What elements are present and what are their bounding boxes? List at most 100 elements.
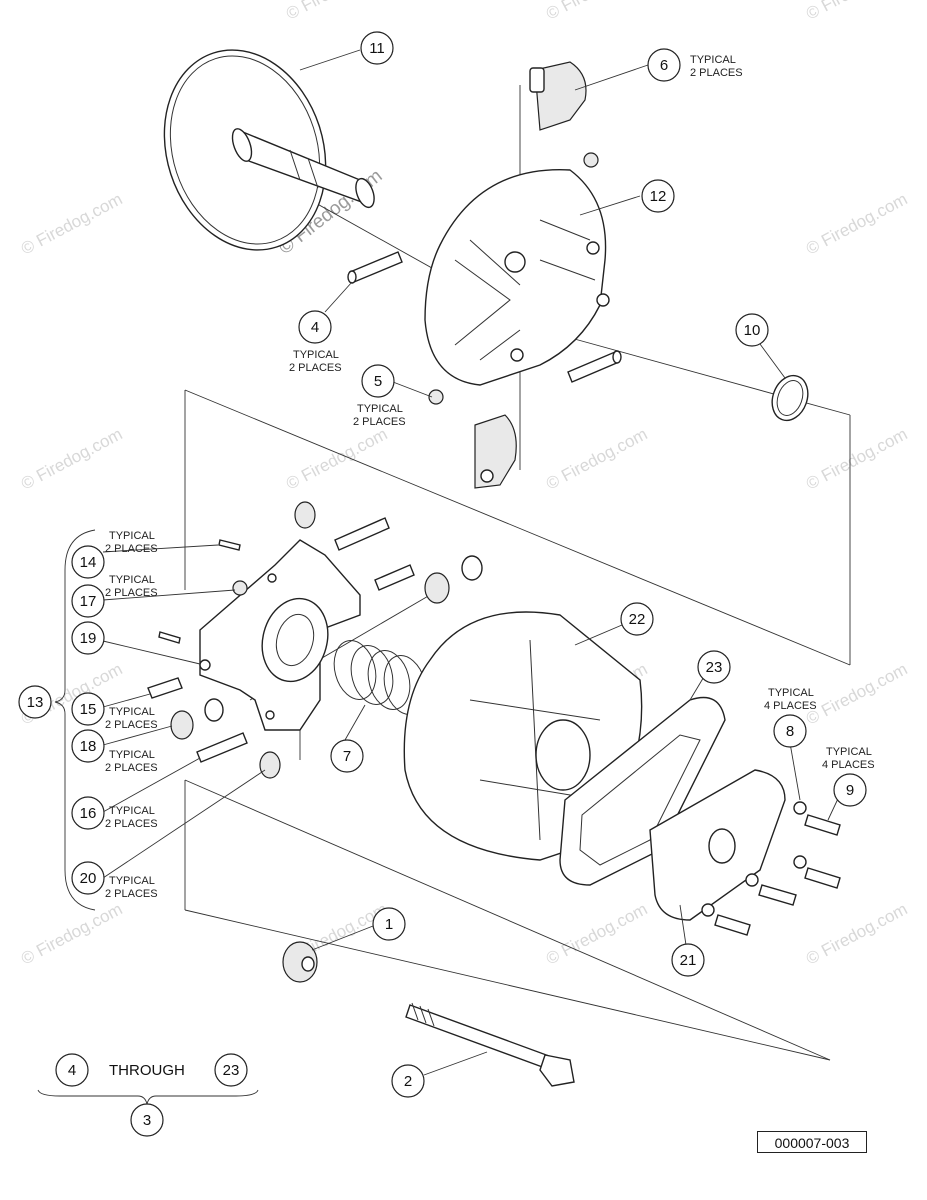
callout-22[interactable]: 22 (620, 602, 654, 636)
bolt-16 (196, 732, 248, 763)
callout-number: 21 (680, 952, 697, 969)
callout-13[interactable]: 13 (18, 685, 52, 719)
callout-12[interactable]: 12 (641, 179, 675, 213)
watermark: © Firedog.com (283, 424, 391, 493)
watermark: © Firedog.com (543, 0, 651, 24)
note-places: 4 PLACES (764, 700, 817, 712)
drawing-number: 000007-003 (757, 1131, 867, 1153)
callout-3[interactable]: 3 (130, 1103, 164, 1137)
callout-6[interactable]: 6 (647, 48, 681, 82)
callout-number: 16 (80, 805, 97, 822)
callout-15[interactable]: 15 (71, 692, 105, 726)
note-typical: TYPICAL (690, 54, 736, 66)
callout-number: 18 (80, 738, 97, 755)
bushing-20 (259, 751, 281, 779)
pin-15 (147, 677, 183, 699)
callout-number: 14 (80, 554, 97, 571)
callout-23[interactable]: 23 (697, 650, 731, 684)
callout-4-bottom[interactable]: 4 (55, 1053, 89, 1087)
callout-14[interactable]: 14 (71, 545, 105, 579)
watermark: © Firedog.com (803, 189, 911, 258)
note-places: 2 PLACES (105, 818, 158, 830)
watermark: © Firedog.com (543, 424, 651, 493)
fixed-sheave (163, 49, 375, 251)
callout-number: 9 (846, 782, 854, 799)
watermark: © Firedog.com (803, 659, 911, 728)
note-places: 2 PLACES (105, 888, 158, 900)
callout-20[interactable]: 20 (71, 861, 105, 895)
bolt-top (334, 517, 390, 551)
callout-number: 8 (786, 723, 794, 740)
callout-19[interactable]: 19 (71, 621, 105, 655)
callout-number: 10 (744, 322, 761, 339)
weight-upper (529, 61, 587, 131)
through-label: THROUGH (109, 1062, 185, 1079)
note-typical: TYPICAL (826, 746, 872, 758)
callout-8[interactable]: 8 (773, 714, 807, 748)
note-typical: TYPICAL (109, 875, 155, 887)
note-5: TYPICAL 2 PLACES (353, 403, 406, 428)
callout-17[interactable]: 17 (71, 584, 105, 618)
note-16: TYPICAL 2 PLACES (105, 805, 158, 830)
callout-7[interactable]: 7 (330, 739, 364, 773)
note-typical: TYPICAL (109, 749, 155, 761)
watermark: © Firedog.com (18, 189, 126, 258)
callout-number: 23 (706, 659, 723, 676)
callout-number: 17 (80, 593, 97, 610)
note-typical: TYPICAL (109, 574, 155, 586)
callout-number: 22 (629, 611, 646, 628)
callout-number: 2 (404, 1073, 412, 1090)
callout-number: 7 (343, 748, 351, 765)
callout-number: 1 (385, 916, 393, 933)
callout-number: 19 (80, 630, 97, 647)
bushing-1 (282, 941, 318, 983)
callout-16[interactable]: 16 (71, 796, 105, 830)
note-20: TYPICAL 2 PLACES (105, 875, 158, 900)
note-6: TYPICAL 2 PLACES (690, 54, 743, 79)
weight-lower (474, 414, 517, 489)
plate (649, 769, 786, 921)
callout-2[interactable]: 2 (391, 1064, 425, 1098)
note-places: 2 PLACES (105, 587, 158, 599)
watermark: © Firedog.com (803, 424, 911, 493)
callout-21[interactable]: 21 (671, 943, 705, 977)
callout-number: 20 (80, 870, 97, 887)
callout-1[interactable]: 1 (372, 907, 406, 941)
bolts-9 (714, 814, 841, 936)
ring-10 (771, 374, 809, 422)
callout-4[interactable]: 4 (298, 310, 332, 344)
movable-sheave (424, 169, 610, 386)
note-4: TYPICAL 2 PLACES (289, 349, 342, 374)
leader-lines (102, 49, 844, 1076)
watermark: © Firedog.com (18, 899, 126, 968)
callout-10[interactable]: 10 (735, 313, 769, 347)
nut-17 (232, 580, 248, 596)
watermark: © Firedog.com (803, 0, 911, 24)
note-places: 2 PLACES (353, 416, 406, 428)
note-typical: TYPICAL (109, 530, 155, 542)
note-places: 2 PLACES (690, 67, 743, 79)
nut-lower (428, 389, 444, 405)
callout-5[interactable]: 5 (361, 364, 395, 398)
callout-23-bottom[interactable]: 23 (214, 1053, 248, 1087)
note-typical: TYPICAL (109, 805, 155, 817)
callout-9[interactable]: 9 (833, 773, 867, 807)
watermark: © Firedog.com (803, 899, 911, 968)
bushing-top (294, 501, 316, 529)
pin-upper (347, 251, 403, 284)
washers-8 (701, 801, 807, 917)
small-pin-19 (158, 631, 181, 644)
watermark: © Firedog.com (543, 899, 651, 968)
callout-number: 4 (311, 319, 319, 336)
small-pin-14 (218, 539, 241, 551)
note-typical: TYPICAL (109, 706, 155, 718)
note-places: 4 PLACES (822, 759, 875, 771)
nut-upper (583, 152, 599, 168)
note-typical: TYPICAL (357, 403, 403, 415)
note-14: TYPICAL 2 PLACES (105, 530, 158, 555)
callout-number: 13 (27, 694, 44, 711)
brace-3 (37, 1089, 259, 1105)
callout-11[interactable]: 11 (360, 31, 394, 65)
callout-18[interactable]: 18 (71, 729, 105, 763)
